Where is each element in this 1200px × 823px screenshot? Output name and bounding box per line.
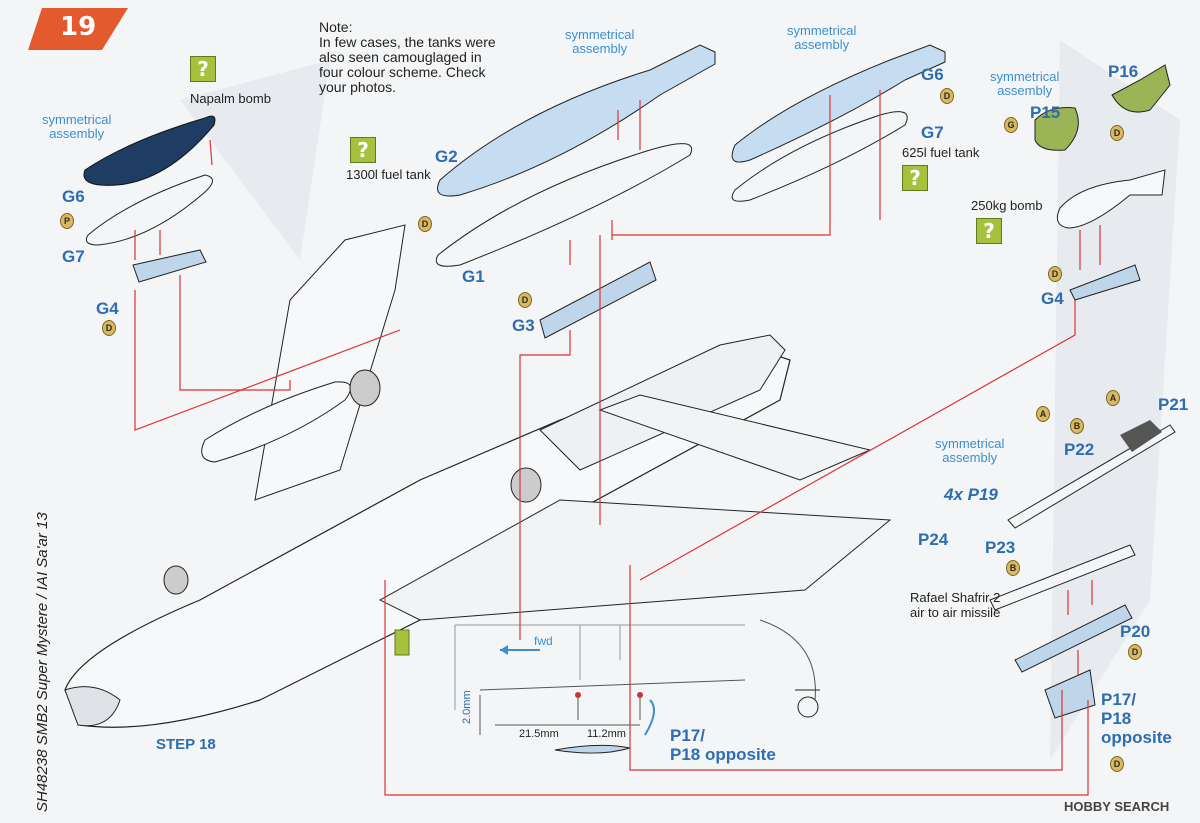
colour-badge-d-p16: D — [1110, 125, 1124, 141]
colour-badge-d-g2: D — [418, 216, 432, 232]
part-p17-p18-side: P17/ P18 opposite — [1101, 690, 1172, 747]
symmetrical-assembly-g6: symmetrical assembly — [787, 23, 857, 52]
bomb-250kg-drawing — [1034, 64, 1171, 301]
question-mark-fuel625: ? — [902, 165, 928, 191]
aircraft-drawing — [64, 224, 892, 728]
fuel-tank-1300-label: 1300l fuel tank — [346, 167, 431, 182]
colour-badge-p: P — [60, 213, 74, 229]
watermark: HOBBY SEARCH — [1064, 799, 1170, 814]
part-p15: P15 — [1030, 103, 1061, 122]
step-number: 19 — [60, 12, 97, 42]
colour-badge-b-1: B — [1070, 418, 1084, 434]
note-text: Note: In few cases, the tanks were also … — [319, 19, 496, 95]
dimension-21-5mm: 21.5mm — [519, 728, 559, 740]
part-p16: P16 — [1108, 62, 1139, 81]
fwd-label: fwd — [534, 634, 553, 648]
dimension-2mm: 2.0mm — [461, 690, 473, 724]
sidebar-title: SH48238 SMB2 Super Mystere / IAI Sa'ar 1… — [34, 512, 51, 812]
colour-badge-d-p17: D — [1110, 756, 1124, 772]
part-p20: P20 — [1120, 622, 1151, 641]
part-p23: P23 — [985, 538, 1016, 557]
colour-badge-d-left: D — [102, 320, 116, 336]
bomb-250kg-label: 250kg bomb — [971, 198, 1043, 213]
part-g6-left: G6 — [62, 187, 85, 206]
part-g1: G1 — [462, 267, 485, 286]
napalm-bomb-drawing — [83, 115, 216, 283]
step-flag-shape — [28, 8, 128, 50]
assembly-guide-lines — [134, 90, 1101, 796]
part-g4-left: G4 — [96, 299, 119, 318]
colour-badge-d-g4: D — [1048, 266, 1062, 282]
symmetrical-assembly-g2: symmetrical assembly — [565, 27, 635, 56]
fuel-tank-1300 — [435, 44, 716, 339]
question-mark-fuel1300: ? — [350, 137, 376, 163]
part-g2: G2 — [435, 147, 458, 166]
symmetrical-assembly-missile: symmetrical assembly — [935, 436, 1005, 465]
part-g7-right: G7 — [921, 123, 944, 142]
colour-badge-d-g6: D — [940, 88, 954, 104]
part-p19-count: 4x P19 — [944, 485, 998, 504]
option-marker — [394, 629, 410, 656]
detail-inset — [454, 619, 820, 754]
part-p21: P21 — [1158, 395, 1189, 414]
colour-badge-d-p20: D — [1128, 644, 1142, 660]
colour-badge-a-1: A — [1036, 406, 1050, 422]
colour-badge-a-2: A — [1106, 390, 1120, 406]
symmetrical-assembly-napalm: symmetrical assembly — [42, 112, 112, 141]
missile-label: Rafael Shafrir 2 air to air missile — [910, 590, 1001, 620]
fuel-tank-625 — [731, 44, 946, 202]
colour-badge-d-g3: D — [518, 292, 532, 308]
napalm-bomb-label: Napalm bomb — [190, 91, 271, 106]
colour-badge-g: G — [1004, 117, 1018, 133]
part-g3: G3 — [512, 316, 535, 335]
step-18-reference: STEP 18 — [156, 736, 216, 753]
colour-badge-b-2: B — [1006, 560, 1020, 576]
part-g7-left: G7 — [62, 247, 85, 266]
question-mark-bomb250: ? — [976, 218, 1002, 244]
step-number-flag: 19 — [20, 8, 128, 50]
part-p24: P24 — [918, 530, 949, 549]
part-g4-right: G4 — [1041, 289, 1064, 308]
part-p22: P22 — [1064, 440, 1095, 459]
fuel-tank-625-label: 625l fuel tank — [902, 145, 980, 160]
shafrir-missile-drawing — [989, 420, 1176, 719]
dimension-11-2mm: 11.2mm — [587, 728, 626, 740]
question-mark-napalm: ? — [190, 56, 216, 82]
part-p17-p18-inset: P17/ P18 opposite — [670, 726, 776, 764]
part-g6-right: G6 — [921, 65, 944, 84]
symmetrical-assembly-bomb: symmetrical assembly — [990, 69, 1060, 98]
